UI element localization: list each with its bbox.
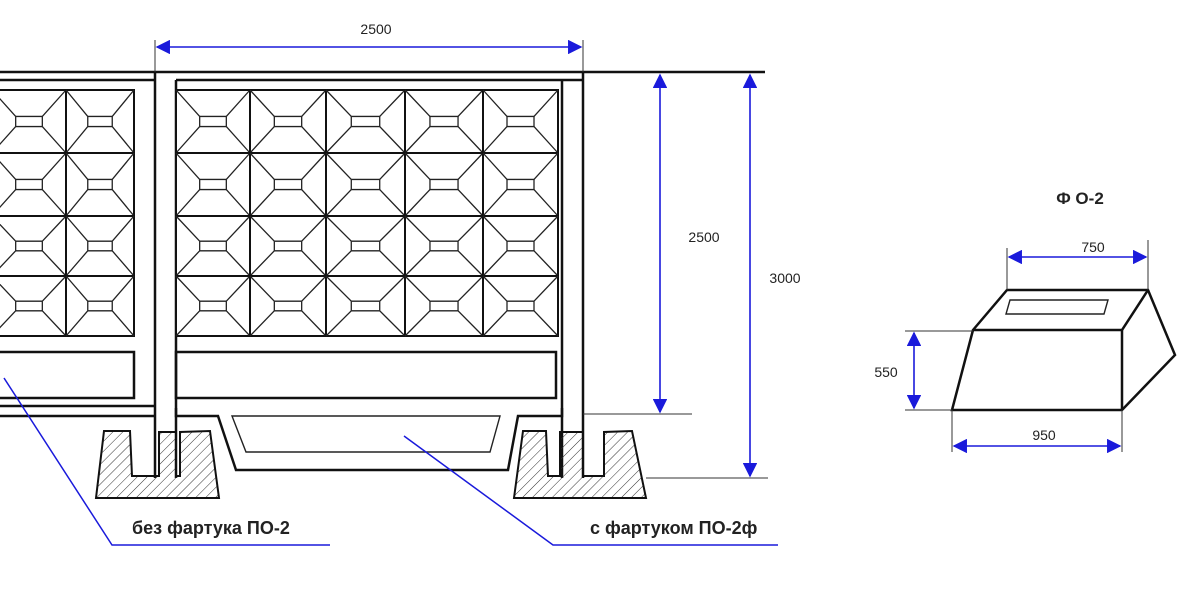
panel-cell	[65, 152, 135, 217]
panel-cell	[404, 152, 484, 217]
panel-cell	[0, 89, 67, 154]
dimension-550: 550	[874, 364, 898, 380]
panel-cell	[249, 89, 327, 154]
dimension-750: 750	[1081, 239, 1105, 255]
panel-cell	[325, 152, 406, 217]
panel-cell	[249, 215, 327, 277]
panel-cell	[175, 89, 251, 154]
panel-cell	[175, 152, 251, 217]
panel-cell	[404, 89, 484, 154]
apron-po2f	[174, 408, 564, 472]
callout-pointer-without-apron	[3, 377, 330, 546]
panel-cell	[482, 152, 559, 217]
panel-grid-right	[175, 89, 559, 337]
panel-cell	[65, 275, 135, 337]
panel-cell	[249, 152, 327, 217]
label-with-apron: с фартуком ПО-2ф	[590, 518, 758, 538]
fence-post-left	[153, 72, 178, 478]
dimension-950: 950	[1032, 427, 1056, 443]
foundation-block-left	[94, 429, 221, 499]
panel-cell	[482, 215, 559, 277]
extension-lines	[154, 40, 768, 479]
panel-cell	[175, 215, 251, 277]
block-title: Ф О-2	[1056, 189, 1104, 208]
panel-grid-left	[0, 89, 135, 337]
label-without-apron: без фартука ПО-2	[132, 518, 290, 538]
panel-cell	[0, 275, 67, 337]
panel-cell	[482, 89, 559, 154]
panel-cell	[325, 275, 406, 337]
panel-cell	[404, 275, 484, 337]
panel-cell	[249, 275, 327, 337]
panel-cell	[0, 152, 67, 217]
dimension-2500-horizontal: 2500	[360, 21, 391, 37]
foundation-block-right	[512, 429, 648, 499]
fence-top-rail	[0, 70, 765, 82]
fence-post-right	[560, 72, 585, 478]
panel-cell	[325, 89, 406, 154]
panel-cell	[65, 215, 135, 277]
panel-cell	[65, 89, 135, 154]
callout-pointer-with-apron	[403, 435, 778, 546]
panel-cell	[482, 275, 559, 337]
panel-bottom-bar-left	[0, 350, 155, 418]
panel-cell	[175, 275, 251, 337]
panel-cell	[404, 215, 484, 277]
panel-cell	[0, 215, 67, 277]
dimension-3000: 3000	[769, 270, 800, 286]
panel-cell	[325, 215, 406, 277]
foundation-block-fo2	[905, 240, 1177, 452]
panel-bottom-bar-right	[174, 350, 558, 400]
dimension-2500-vertical: 2500	[688, 229, 719, 245]
